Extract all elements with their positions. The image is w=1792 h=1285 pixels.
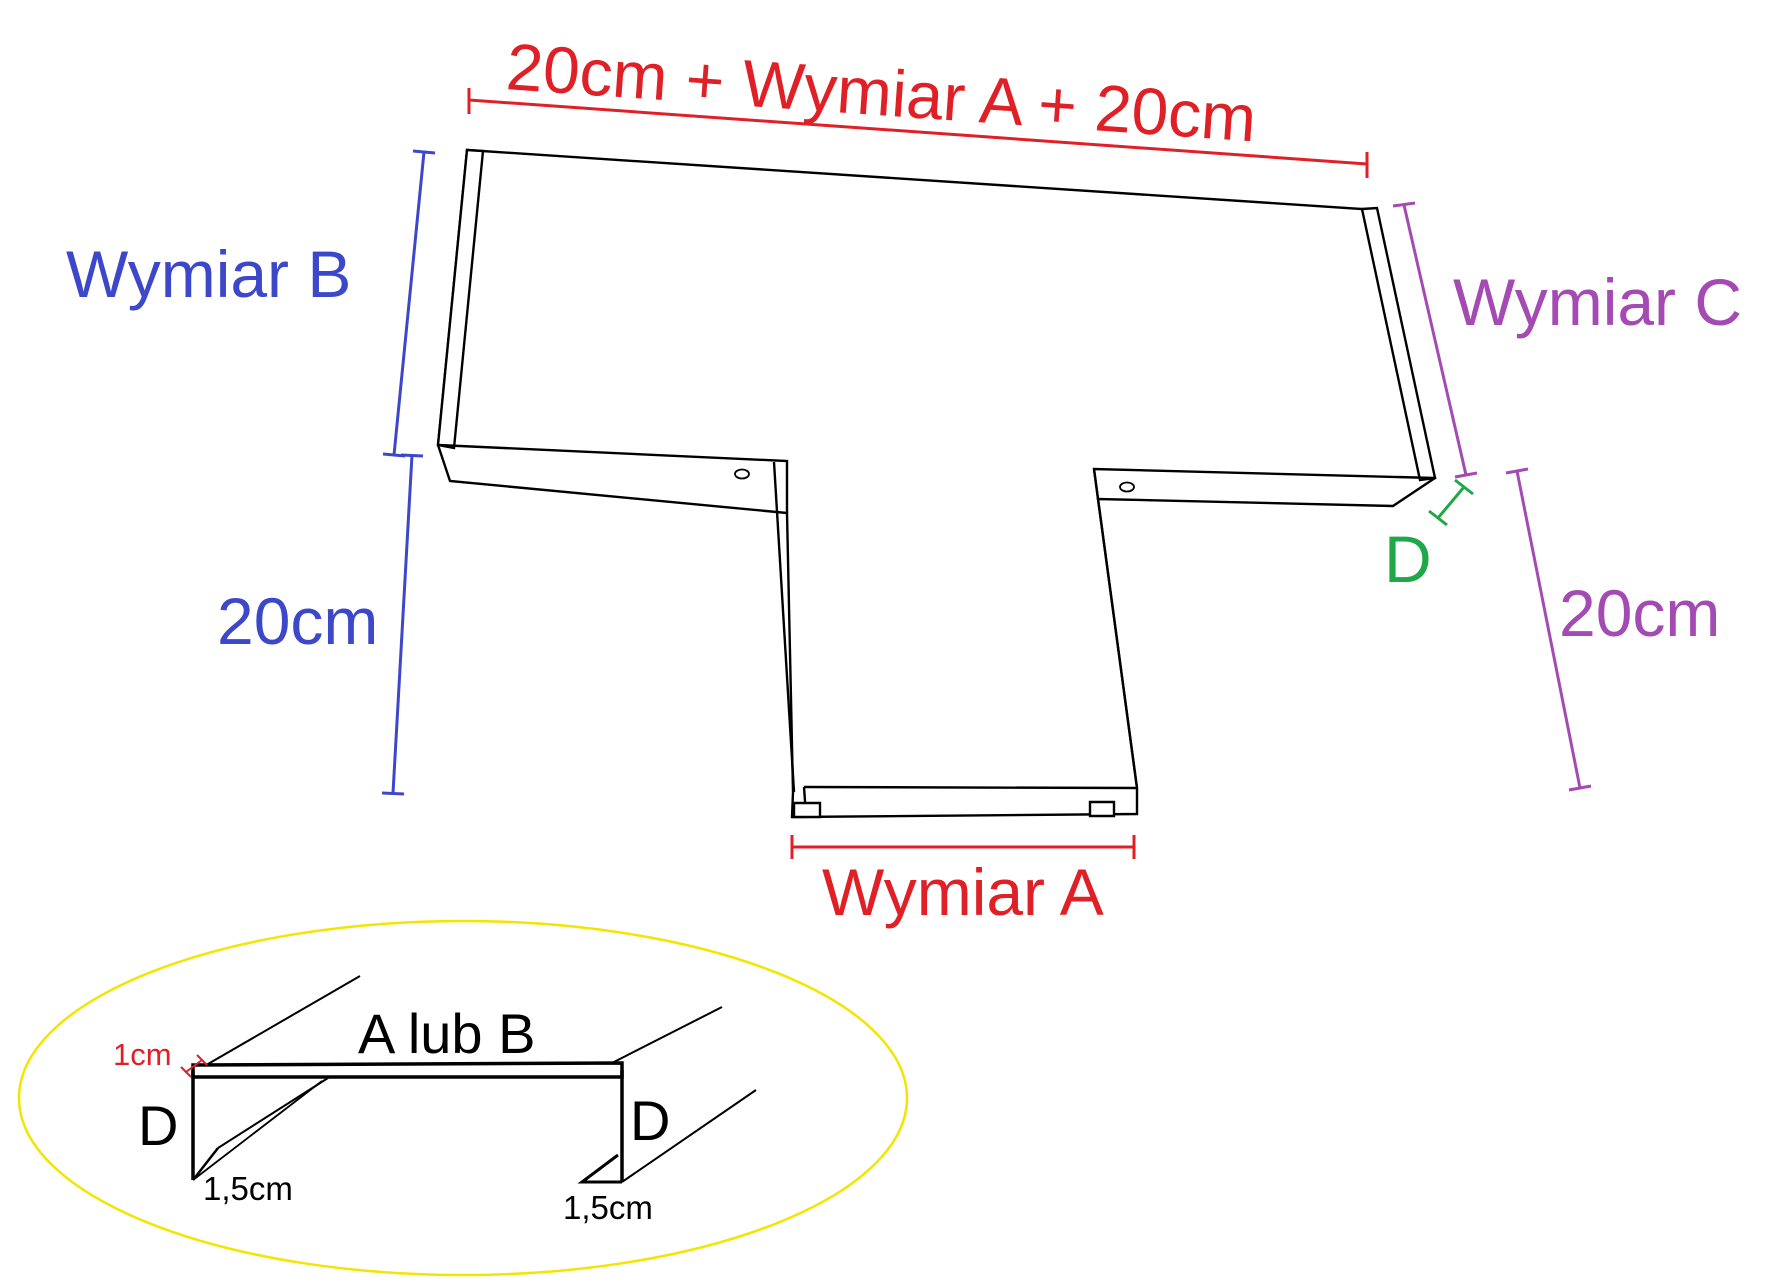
lip-right-label: 1,5cm (563, 1189, 653, 1226)
lip-left-label: 1,5cm (203, 1170, 293, 1207)
screw-hole-left (734, 468, 750, 480)
dimension-wymiar-b (382, 149, 436, 458)
dimension-wymiar-a (790, 835, 1136, 859)
d-label-green: D (1384, 522, 1432, 596)
dimension-wymiar-c (1392, 201, 1478, 479)
t-shelf-drawing (436, 148, 1437, 819)
left-foot (792, 801, 822, 819)
detail-d-left: D (138, 1094, 178, 1157)
screw-hole-right (1119, 481, 1135, 493)
right-20cm-label: 20cm (1559, 576, 1720, 650)
wymiar-c-label: Wymiar C (1453, 265, 1742, 339)
top-total-label: 20cm + Wymiar A + 20cm (504, 29, 1259, 155)
left-20cm-label: 20cm (217, 584, 378, 658)
dimension-right-20cm (1505, 467, 1592, 792)
dimension-d (1428, 478, 1474, 527)
profile-detail-drawing (180, 975, 757, 1184)
bottom-strip-top (803, 785, 1138, 790)
wymiar-a-label: Wymiar A (822, 855, 1104, 929)
dimension-left-20cm (381, 453, 424, 796)
dimension-top-total (467, 88, 1369, 178)
flange-1cm-label: 1cm (113, 1037, 172, 1072)
right-inner-leg-edge (1092, 468, 1139, 789)
shelf-outline (436, 148, 1437, 819)
left-side-panel (436, 148, 485, 450)
wymiar-b-label: Wymiar B (66, 237, 351, 311)
right-foot (1088, 800, 1116, 818)
detail-d-right: D (630, 1089, 670, 1152)
detail-title: A lub B (358, 1002, 535, 1065)
left-wing-fold (437, 443, 789, 513)
detail-highlight-ellipse (17, 919, 909, 1277)
left-inner-leg-edge (772, 461, 796, 793)
